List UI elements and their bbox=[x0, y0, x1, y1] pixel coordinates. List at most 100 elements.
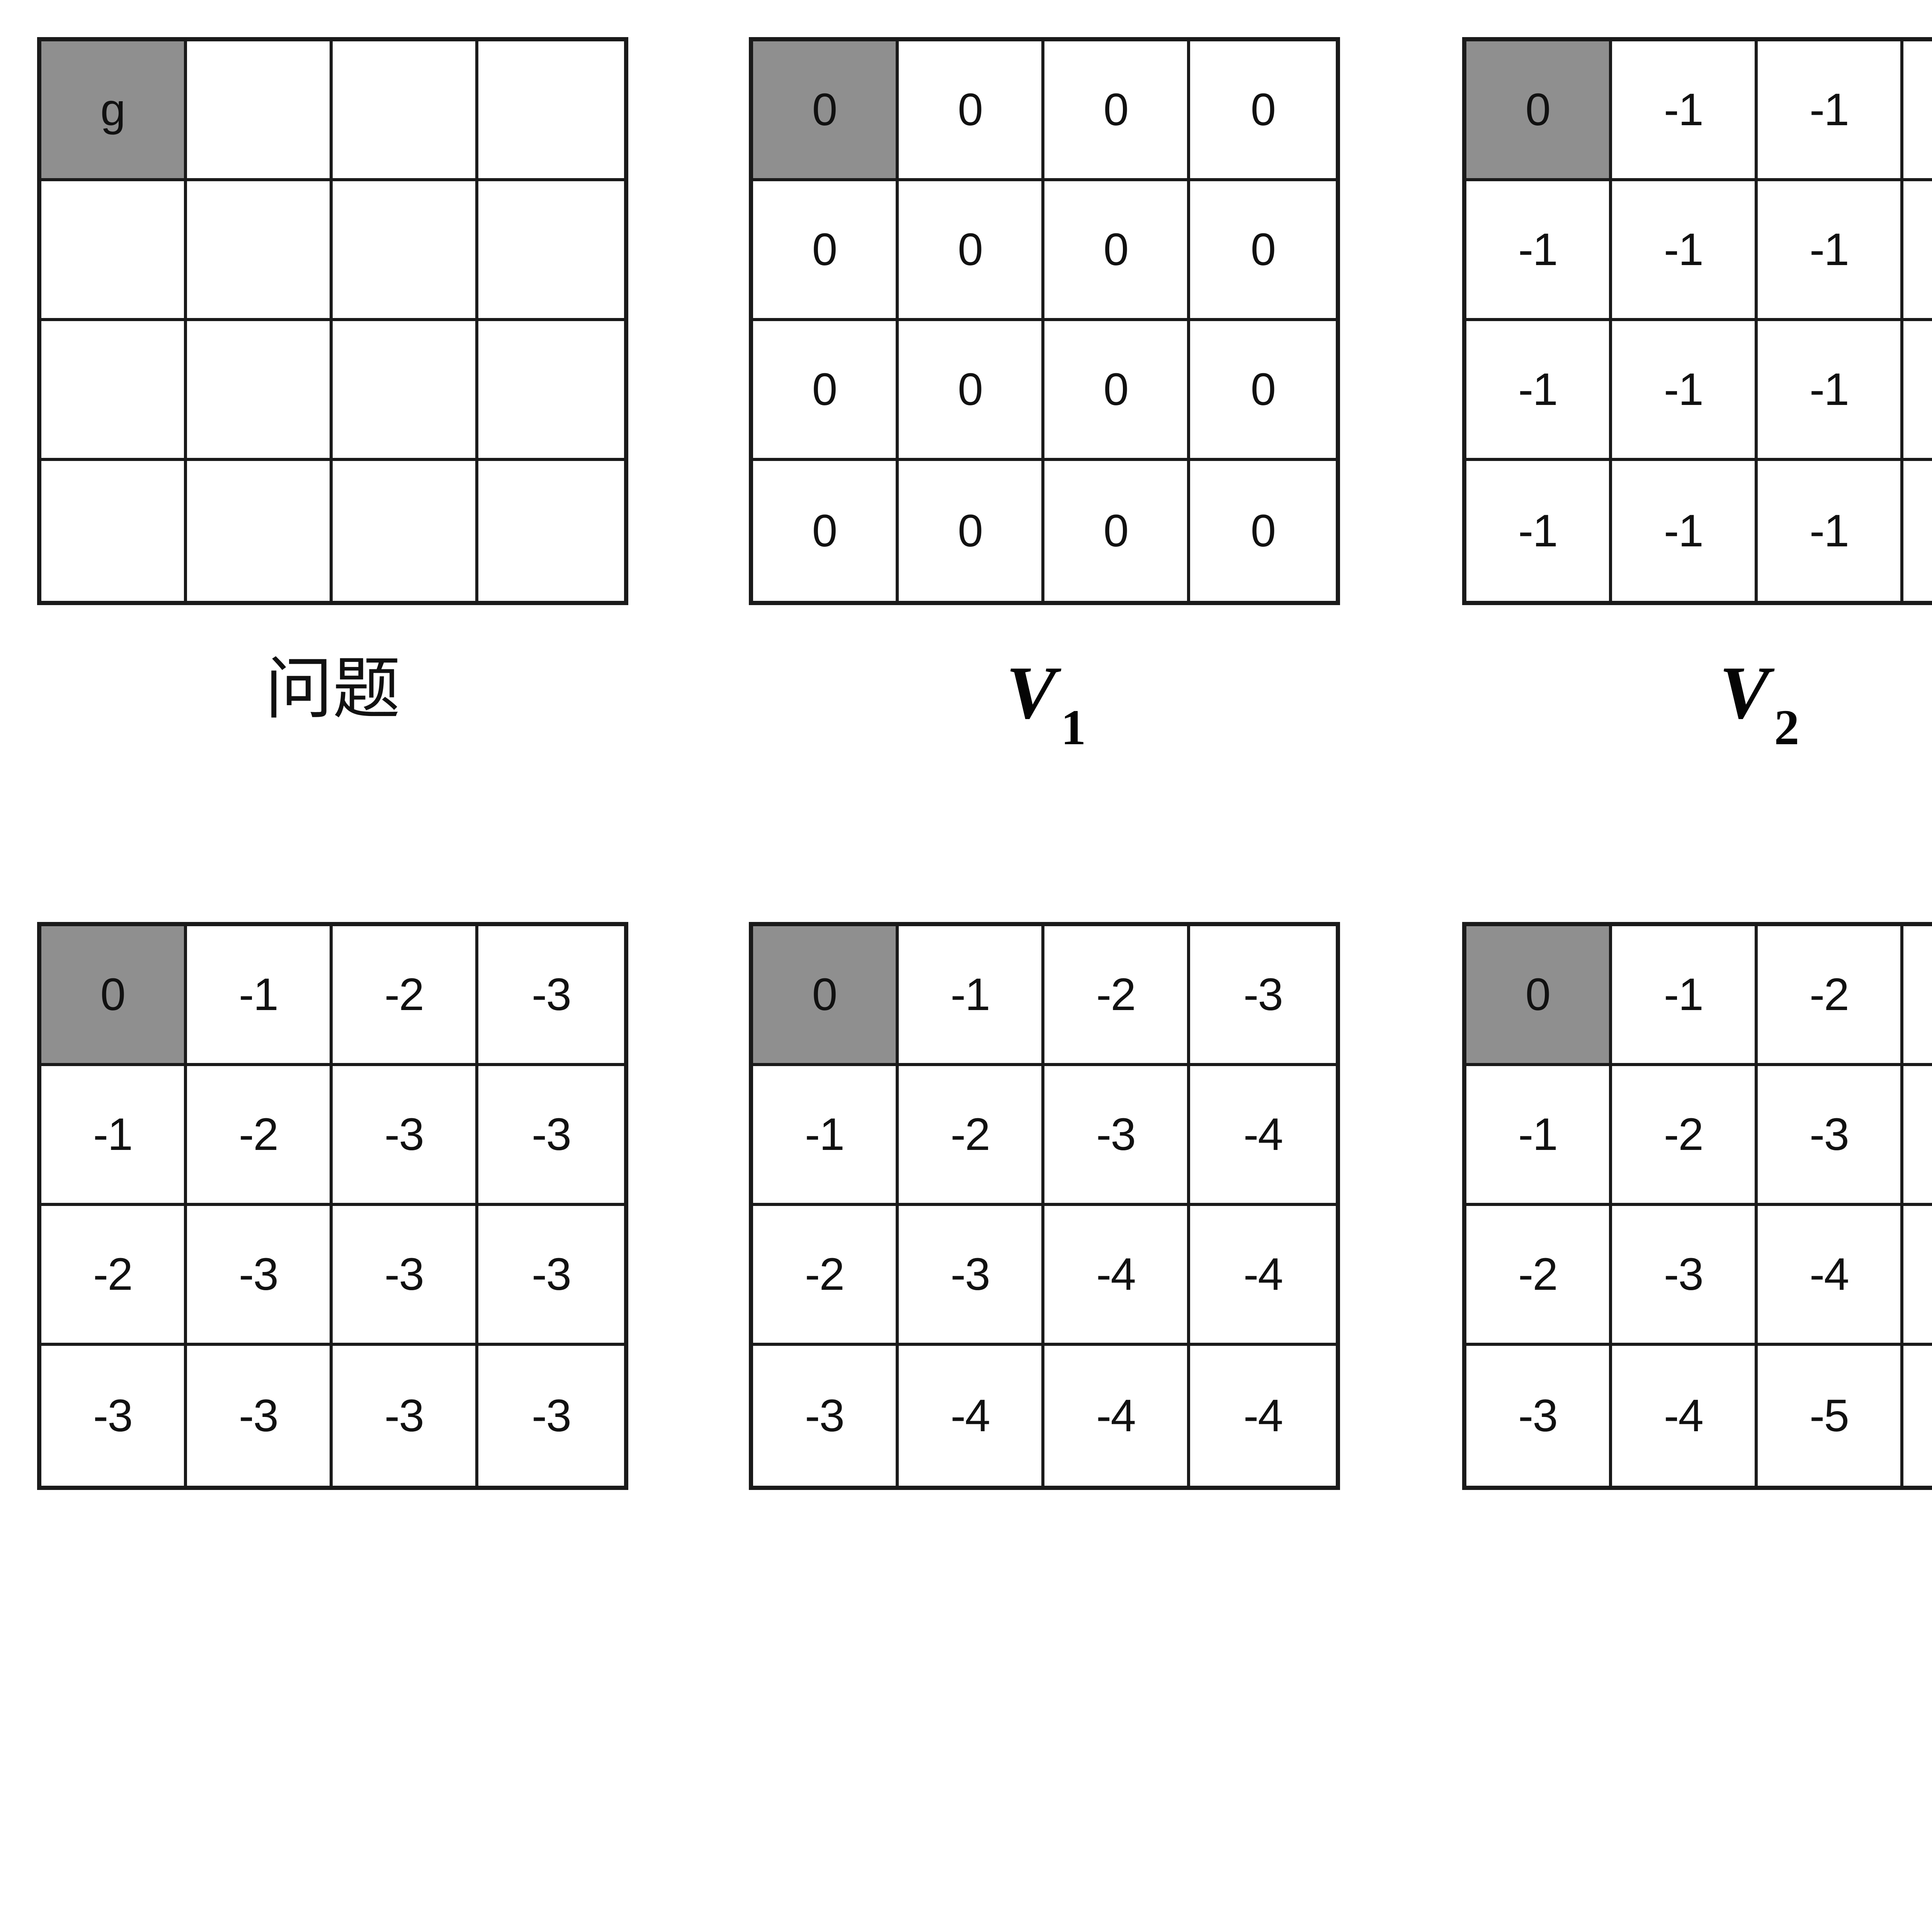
grid-cell bbox=[187, 321, 333, 461]
grid-cell: 0 bbox=[1044, 41, 1190, 181]
grid-cell: -4 bbox=[1758, 1206, 1903, 1346]
grid-cell: -1 bbox=[1758, 41, 1903, 181]
grid-cell: 0 bbox=[753, 181, 899, 321]
grid-cell: -3 bbox=[1612, 1206, 1758, 1346]
grid-cell: -2 bbox=[187, 1066, 333, 1206]
caption-v1: V1 bbox=[749, 655, 1340, 753]
grid-cell: -3 bbox=[1903, 926, 1932, 1066]
grid-cell: -1 bbox=[1612, 461, 1758, 601]
grid-cell: -5 bbox=[1758, 1346, 1903, 1486]
grid-cell: -2 bbox=[333, 926, 478, 1066]
grid-cell bbox=[187, 41, 333, 181]
grid-cell: -4 bbox=[1190, 1206, 1336, 1346]
grid-cell: 0 bbox=[1466, 41, 1612, 181]
grid-cell: -1 bbox=[1758, 321, 1903, 461]
grid-cell: -1 bbox=[1612, 926, 1758, 1066]
grid-cell: 0 bbox=[1466, 926, 1612, 1066]
grid-cell: -1 bbox=[187, 926, 333, 1066]
grid-cell: -3 bbox=[187, 1206, 333, 1346]
grid-cell: -1 bbox=[1758, 461, 1903, 601]
panel-problem: g 问题 bbox=[37, 37, 628, 723]
grid-cell: -1 bbox=[41, 1066, 187, 1206]
grid-cell bbox=[478, 321, 624, 461]
grid-problem: g bbox=[37, 37, 628, 605]
panel-caption-symbol: V2 bbox=[1719, 651, 1799, 753]
grid-cell: 0 bbox=[753, 321, 899, 461]
grid-cell: 0 bbox=[899, 461, 1044, 601]
grid-cell bbox=[478, 41, 624, 181]
grid-cell: -1 bbox=[1758, 181, 1903, 321]
grid-cell: -4 bbox=[1612, 1346, 1758, 1486]
grid-cell: -3 bbox=[478, 1066, 624, 1206]
grid-cell: -2 bbox=[1044, 926, 1190, 1066]
grid-cell bbox=[41, 181, 187, 321]
grid-cell: -1 bbox=[1466, 461, 1612, 601]
grid-cell: 0 bbox=[899, 181, 1044, 321]
grid-cell: -2 bbox=[1612, 1066, 1758, 1206]
grid-cell: -3 bbox=[333, 1066, 478, 1206]
panel-v5: 0-1-2-3-1-2-3-4-2-3-4-4-3-4-4-4 V5 bbox=[749, 922, 1340, 1490]
grid-cell: -1 bbox=[1903, 461, 1932, 601]
grid-cell: 0 bbox=[899, 321, 1044, 461]
grid-cell bbox=[333, 461, 478, 601]
grid-cell: 0 bbox=[1190, 321, 1336, 461]
grid-cell: 0 bbox=[753, 461, 899, 601]
grid-cell: -1 bbox=[1612, 321, 1758, 461]
grid-cell: -4 bbox=[1903, 1066, 1932, 1206]
grid-cell: 0 bbox=[1190, 461, 1336, 601]
panel-v2: 0-1-1-1-1-1-1-1-1-1-1-1-1-1-1-1 V2 bbox=[1462, 37, 1932, 753]
grid-cell: -5 bbox=[1903, 1206, 1932, 1346]
panel-caption-symbol: V1 bbox=[1006, 651, 1086, 753]
grid-cell: -4 bbox=[899, 1346, 1044, 1486]
grid-cell: -3 bbox=[899, 1206, 1044, 1346]
grid-cell: -4 bbox=[1044, 1206, 1190, 1346]
grid-cell bbox=[187, 181, 333, 321]
grid-cell: -1 bbox=[1903, 41, 1932, 181]
grid-cell: -1 bbox=[1466, 321, 1612, 461]
grid-cell: -3 bbox=[333, 1206, 478, 1346]
grid-cell bbox=[333, 41, 478, 181]
grid-v5: 0-1-2-3-1-2-3-4-2-3-4-4-3-4-4-4 bbox=[749, 922, 1340, 1490]
grid-cell: -2 bbox=[1758, 926, 1903, 1066]
panel-v4: 0-1-2-3-1-2-3-3-2-3-3-3-3-3-3-3 V4 bbox=[37, 922, 628, 1490]
grid-v2: 0-1-1-1-1-1-1-1-1-1-1-1-1-1-1-1 bbox=[1462, 37, 1932, 605]
grid-cell: -3 bbox=[478, 1346, 624, 1486]
panel-v6: 0-1-2-3-1-2-3-4-2-3-4-5-3-4-5-5 V6 bbox=[1462, 922, 1932, 1490]
grid-cell: -1 bbox=[1612, 181, 1758, 321]
grid-cell: -1 bbox=[1466, 1066, 1612, 1206]
caption-base: V bbox=[1719, 651, 1770, 735]
grid-cell: g bbox=[41, 41, 187, 181]
grid-cell: 0 bbox=[1044, 321, 1190, 461]
grid-cell: -4 bbox=[1190, 1066, 1336, 1206]
grid-cell: -1 bbox=[753, 1066, 899, 1206]
grid-cell: -3 bbox=[187, 1346, 333, 1486]
grid-cell: -2 bbox=[41, 1206, 187, 1346]
grid-cell: 0 bbox=[41, 926, 187, 1066]
grid-cell: 0 bbox=[1190, 41, 1336, 181]
grid-cell: -3 bbox=[1466, 1346, 1612, 1486]
grid-cell: 0 bbox=[753, 926, 899, 1066]
grid-cell bbox=[333, 181, 478, 321]
grid-cell: -2 bbox=[899, 1066, 1044, 1206]
grid-cell: -1 bbox=[1612, 41, 1758, 181]
grid-cell bbox=[187, 461, 333, 601]
grid-cell: -1 bbox=[1903, 321, 1932, 461]
caption-subscript: 2 bbox=[1774, 700, 1800, 755]
grid-cell bbox=[478, 461, 624, 601]
grid-cell: 0 bbox=[1044, 181, 1190, 321]
grid-cell: -3 bbox=[478, 1206, 624, 1346]
grid-cell: -3 bbox=[478, 926, 624, 1066]
grid-cell bbox=[41, 321, 187, 461]
grid-v4: 0-1-2-3-1-2-3-3-2-3-3-3-3-3-3-3 bbox=[37, 922, 628, 1490]
caption-subscript: 1 bbox=[1061, 700, 1087, 755]
grid-cell: -3 bbox=[753, 1346, 899, 1486]
grid-cell bbox=[478, 181, 624, 321]
panel-caption-text: 问题 bbox=[265, 650, 400, 728]
grid-cell: 0 bbox=[1044, 461, 1190, 601]
grid-cell: -1 bbox=[1466, 181, 1612, 321]
caption-v2: V2 bbox=[1462, 655, 1932, 753]
grid-cell: -4 bbox=[1044, 1346, 1190, 1486]
